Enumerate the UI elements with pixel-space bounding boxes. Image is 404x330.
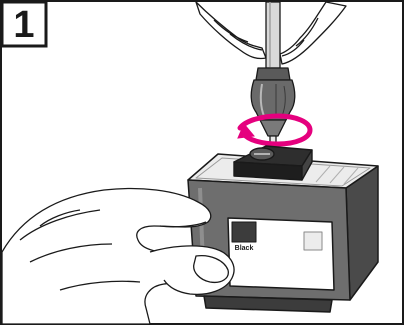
step-badge: 1: [2, 2, 46, 46]
cartridge-color-label: Black: [235, 245, 254, 252]
step-number: 1: [13, 4, 34, 46]
